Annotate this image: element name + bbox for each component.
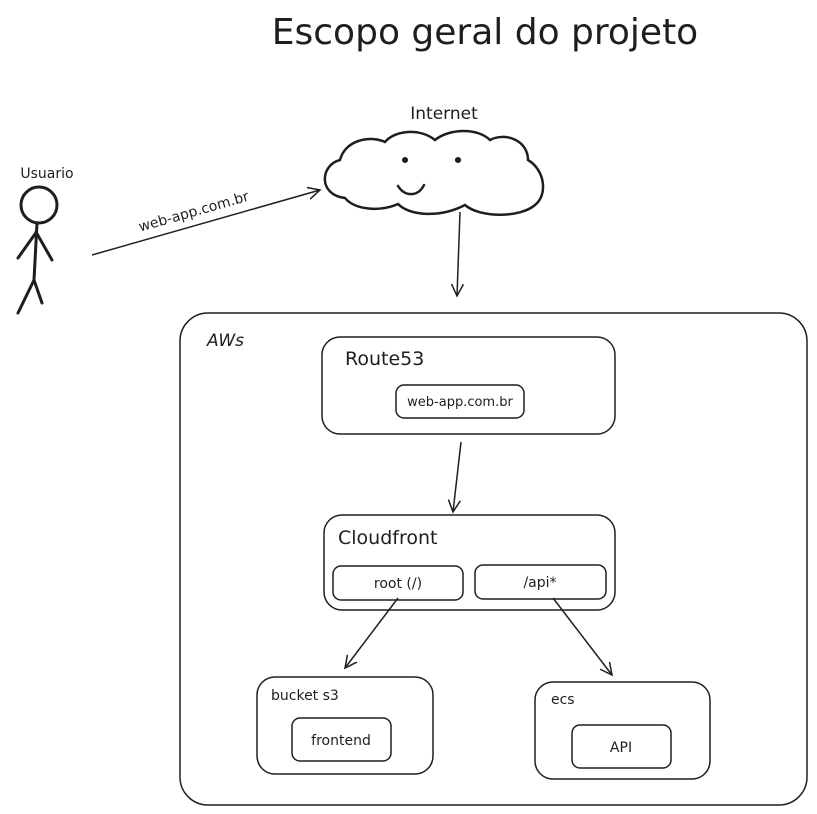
internet-cloud-icon [323,129,545,216]
internet-to-aws-arrow [457,211,460,296]
aws-label: AWs [206,331,244,351]
ecs-title: ecs [551,692,575,708]
root-to-bucket-arrow [345,597,399,668]
route53-domain-box [395,384,525,419]
api-box [571,724,672,769]
cloudfront-root-box [332,565,464,601]
ecs-box [534,681,711,780]
user-label: Usuario [20,166,73,182]
bucket-s3-box [256,676,434,775]
cloudfront-box [323,514,616,611]
route53-to-cloudfront-arrow [453,441,462,512]
cloudfront-api-label: /api* [523,575,556,591]
cloudfront-api-box [474,564,607,600]
route53-domain: web-app.com.br [407,395,513,410]
cloudfront-root-label: root (/) [374,576,422,592]
api-label: API [610,740,632,756]
user-to-internet-arrow [91,190,320,256]
cloudfront-title: Cloudfront [338,527,437,549]
internet-label: Internet [410,104,478,124]
diagram-title: Escopo geral do projeto [272,12,698,53]
frontend-label: frontend [311,733,371,749]
user-stick-figure-icon [16,185,59,315]
route53-box [321,336,616,435]
route53-title: Route53 [345,348,424,370]
user-arrow-label: web-app.com.br [137,189,251,236]
api-to-ecs-arrow [552,597,612,675]
aws-container [179,312,808,806]
frontend-box [291,717,392,762]
bucket-s3-title: bucket s3 [271,688,339,704]
